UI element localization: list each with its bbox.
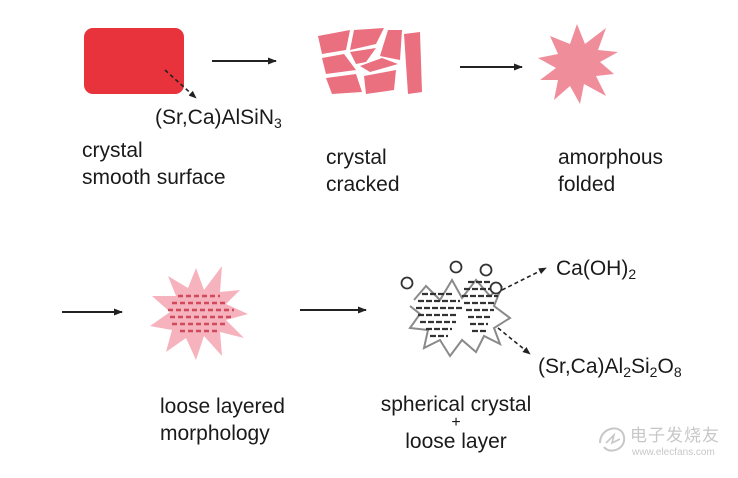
nitride-formula-label: (Sr,Ca)AlSiN3 [155,106,282,131]
dashed-arrow-to-feldspar [497,327,531,355]
stage5-caption: spherical crystal+loose layer [380,393,532,453]
loose-layered-shape [150,266,248,360]
watermark-logo-icon [599,427,626,452]
spherical-crystal-loose-layer-shape [400,260,512,358]
watermark-text: 电子发烧友 [630,426,720,445]
dashed-arrow-to-hydroxide [501,267,547,291]
hydroxide-formula-label: Ca(OH)2 [556,257,637,282]
watermark-url: www.elecfans.com [632,447,715,458]
watermark: 电子发烧友 www.elecfans.com [592,407,732,469]
amorphous-folded-shape [538,24,618,104]
cracked-crystal-shape [318,28,422,94]
smooth-crystal-shape [84,28,184,94]
feldspar-formula-label: (Sr,Ca)Al2Si2O8 [538,355,682,380]
